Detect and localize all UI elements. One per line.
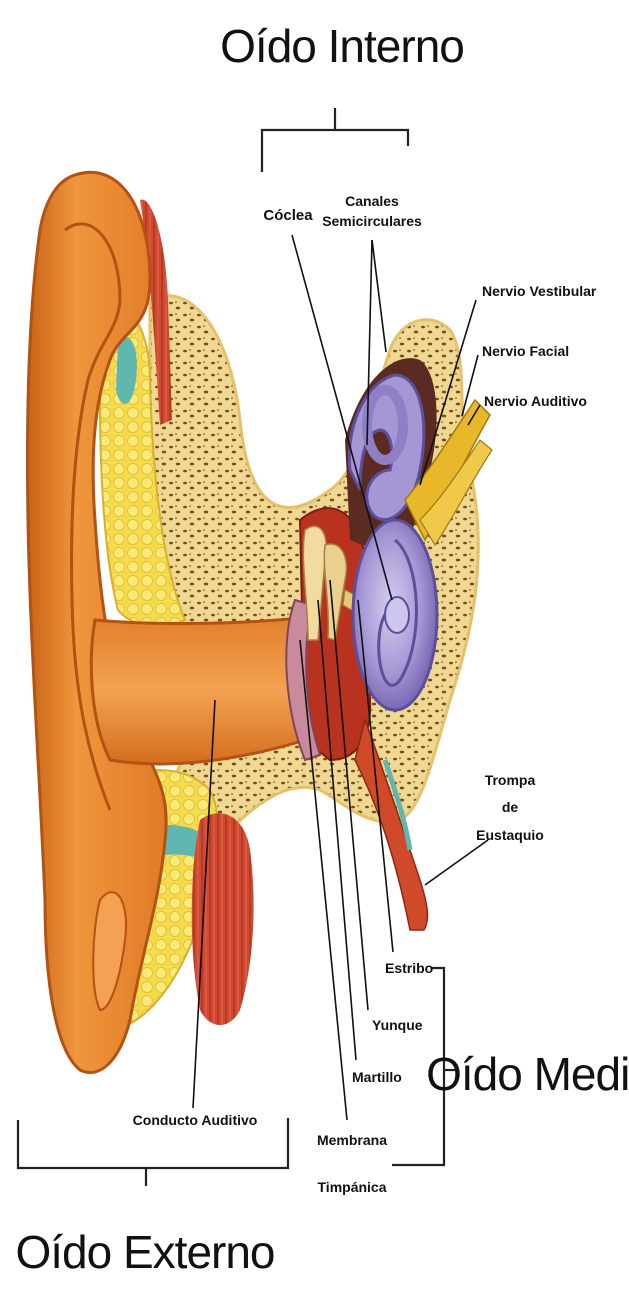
eustachian-label-line1: Trompa [485, 772, 536, 788]
eustachian-label-line2: de [502, 799, 519, 815]
ear-canal [91, 618, 305, 764]
outer-ear-bracket [18, 1118, 288, 1186]
vestibular-nerve-label: Nervio Vestibular [482, 283, 597, 299]
outer-ear-title: Oído Externo [15, 1226, 274, 1278]
eardrum-label-line1: Membrana [317, 1132, 387, 1148]
lower-muscle [192, 813, 254, 1025]
cochlea-label: Cóclea [263, 207, 313, 224]
canals-label-line1: Canales [345, 193, 399, 209]
incus-label: Yunque [372, 1017, 423, 1033]
auditory-nerve-label: Nervio Auditivo [484, 393, 587, 409]
canals-label-line2: Semicirculares [322, 213, 422, 229]
malleus-label: Martillo [352, 1069, 402, 1085]
inner-ear-title: Oído Interno [220, 20, 464, 72]
eardrum-label-line2: Timpánica [318, 1179, 387, 1195]
facial-nerve-label: Nervio Facial [482, 343, 569, 359]
middle-ear-title: Oído Medio [426, 1048, 629, 1100]
inner-ear-bracket [262, 108, 408, 172]
stapes-label: Estribo [385, 960, 433, 976]
eustachian-label-line3: Eustaquio [476, 827, 544, 843]
ear-canal-label: Conducto Auditivo [133, 1112, 258, 1128]
